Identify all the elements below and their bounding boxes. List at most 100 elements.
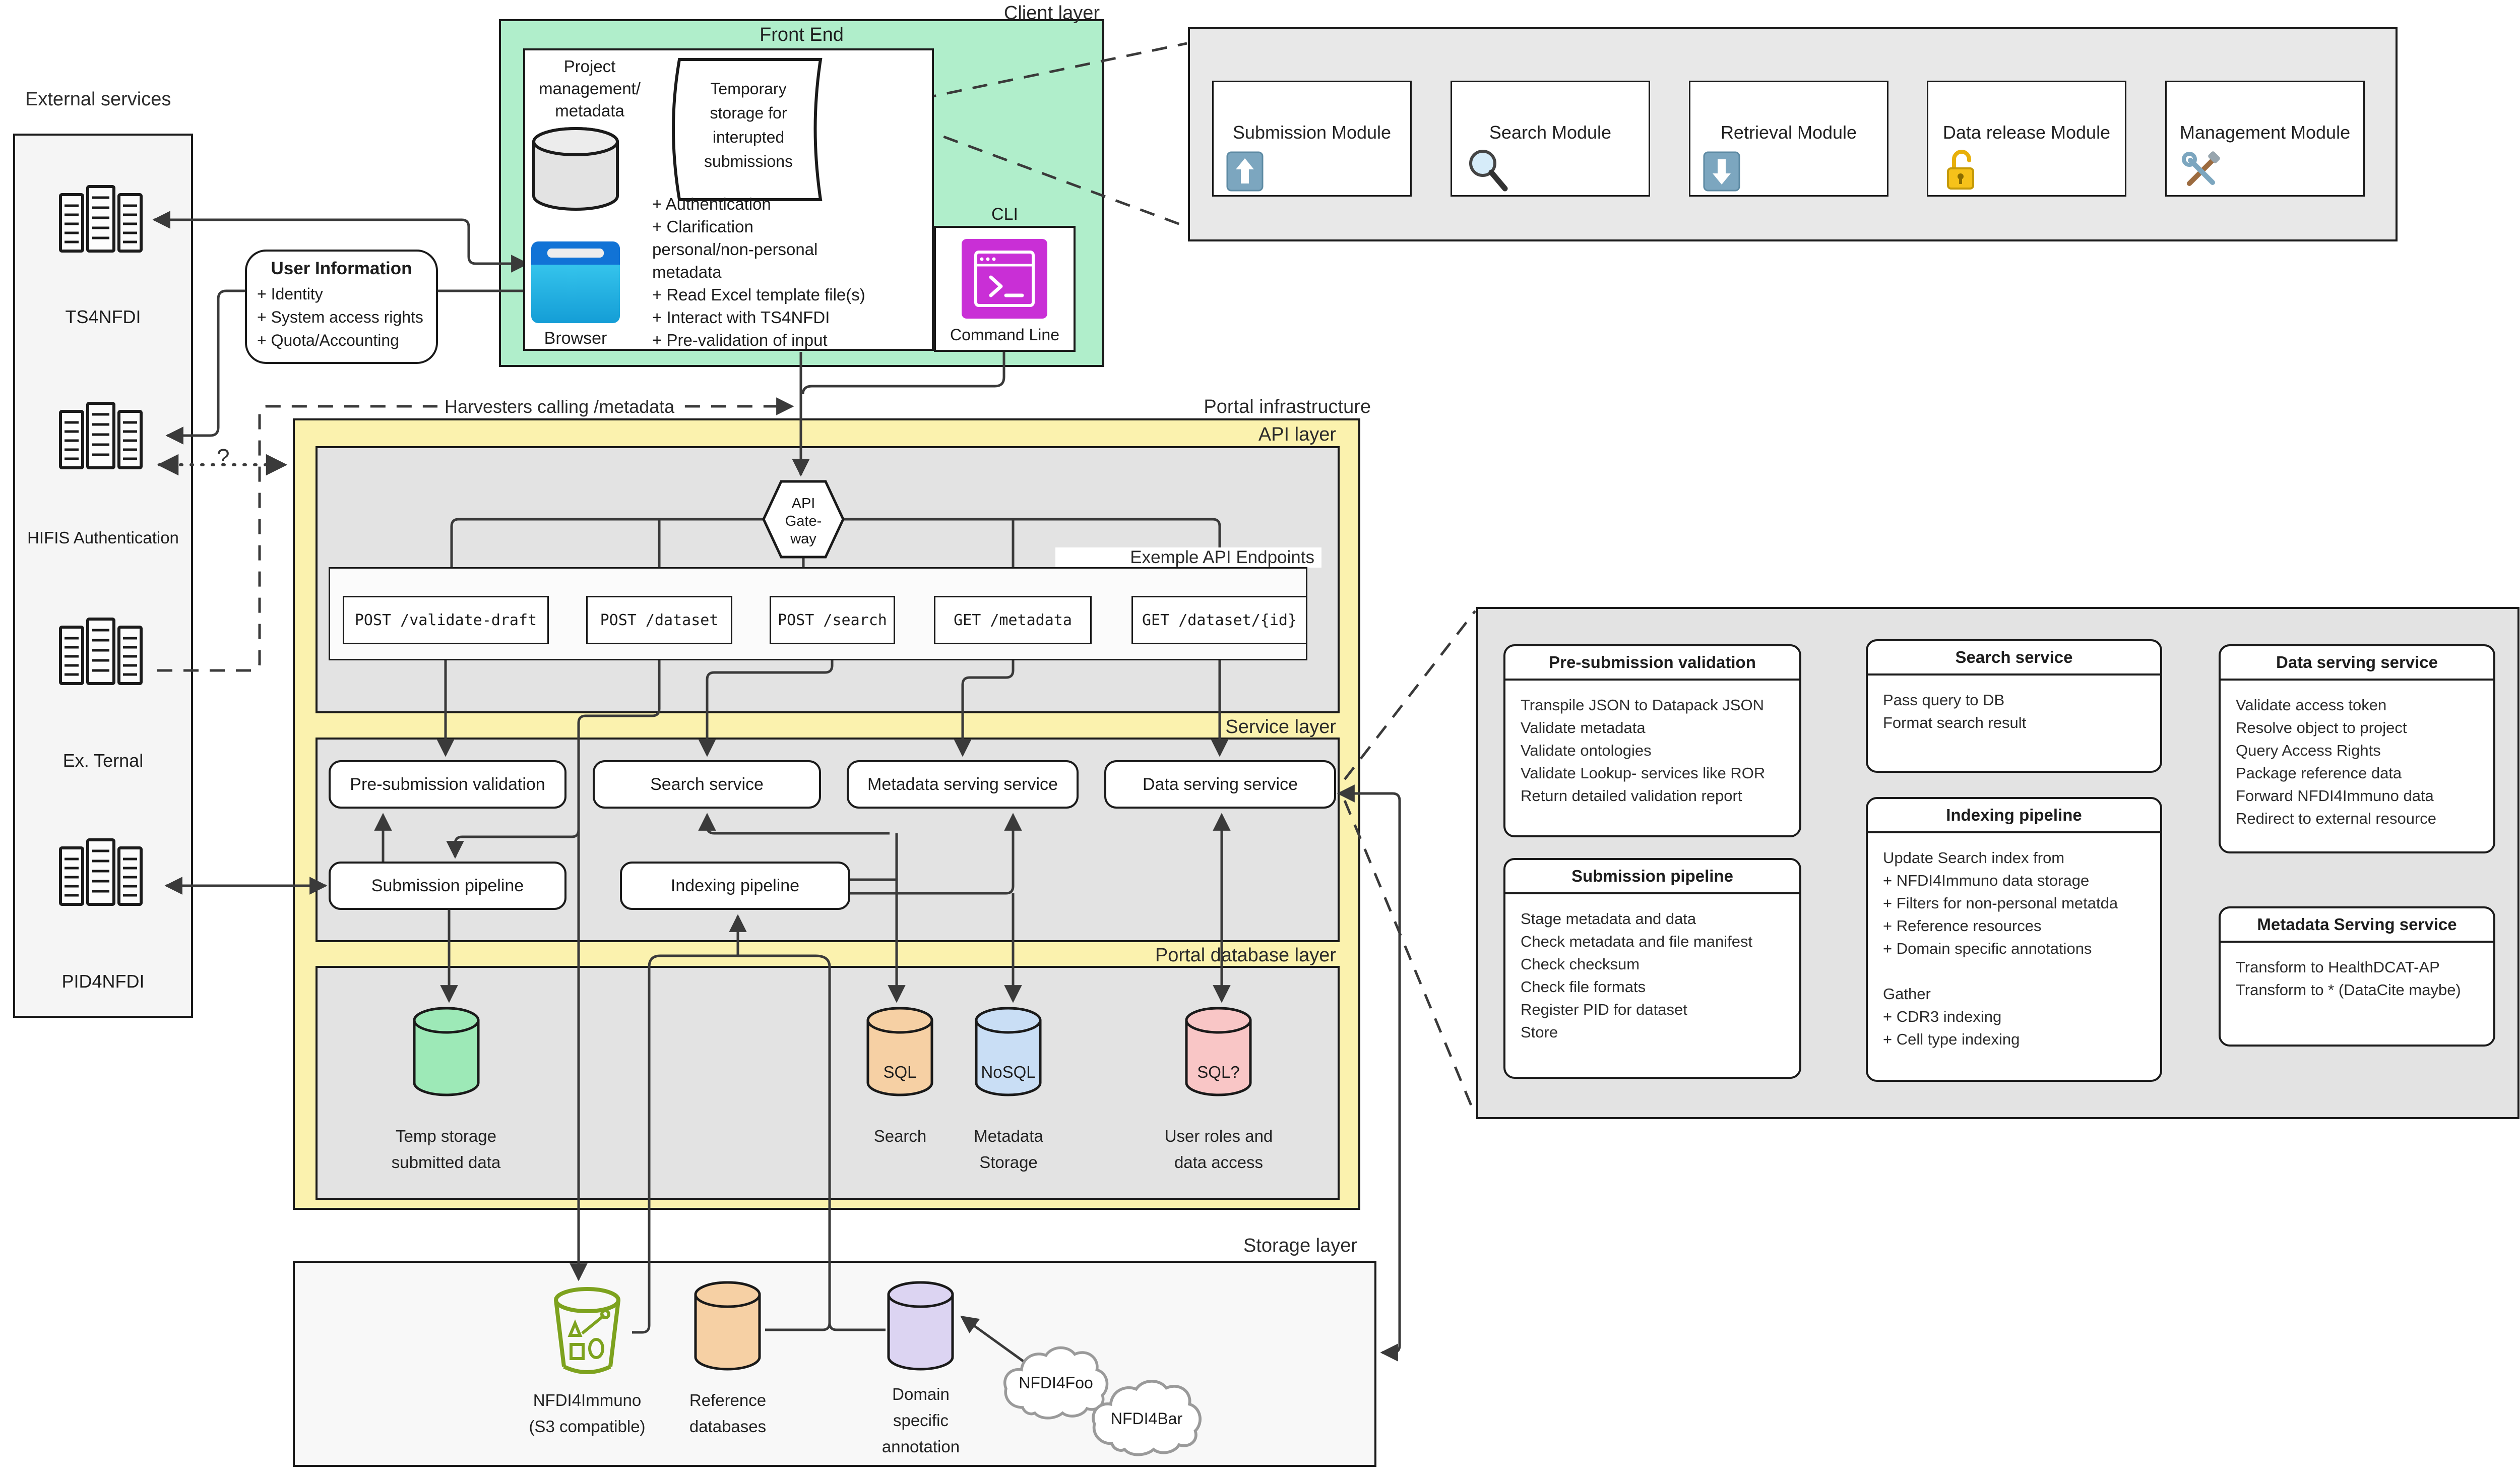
caption-line: Reference <box>689 1391 767 1409</box>
detail-item: + Filters for non-personal metatda <box>1883 894 2118 912</box>
upload-icon <box>1226 151 1264 192</box>
nfdi4foo-label: NFDI4Foo <box>1019 1374 1093 1392</box>
question-annotation: ? <box>217 444 230 470</box>
endpoint-validate-draft: POST /validate-draft <box>343 596 549 644</box>
detail-item <box>1883 960 2145 983</box>
detail-item: + NFDI4Immuno data storage <box>1883 872 2090 889</box>
browser-addressbar <box>547 249 604 258</box>
front-end-feature: + Clarification <box>652 217 753 236</box>
project-db-cylinder-icon <box>532 127 619 211</box>
hifis-servers-icon <box>59 402 143 469</box>
caption-line: Domain <box>892 1385 950 1403</box>
browser-label: Browser <box>544 329 607 348</box>
database-layer-box <box>316 966 1340 1200</box>
nfdi4foo-cloud-icon <box>1003 1346 1109 1420</box>
unlock-icon <box>1947 150 1974 190</box>
detail-title: Data serving service <box>2221 646 2493 681</box>
detail-item: Store <box>1521 1023 1558 1041</box>
user-info-item: + Quota/Accounting <box>257 331 399 349</box>
submission-pipeline: Submission pipeline <box>329 862 566 910</box>
detail-title: Submission pipeline <box>1505 860 1799 894</box>
external-label: Ex. Ternal <box>62 750 144 771</box>
temp-storage-label: Temporary storage for interupted submiss… <box>675 77 822 173</box>
reference-db-cylinder <box>694 1281 761 1371</box>
search-service-detail: Search service Pass query to DB Format s… <box>1866 639 2162 773</box>
metadata-serving-service: Metadata serving service <box>847 760 1079 809</box>
data-serving-service: Data serving service <box>1104 760 1336 809</box>
api-endpoints-title: Exemple API Endpoints <box>1055 547 1321 568</box>
sql-roles-db-cylinder <box>1185 1007 1252 1096</box>
pre-submission-validation-detail: Pre-submission validation Transpile JSON… <box>1503 644 1801 837</box>
front-end-title: Front End <box>760 24 844 45</box>
cli-caption: Command Line <box>950 326 1059 344</box>
detail-item: Pass query to DB <box>1883 691 2005 709</box>
user-information-box <box>245 250 438 364</box>
detail-item: Redirect to external resource <box>2236 810 2437 827</box>
detail-title: Metadata Serving service <box>2221 908 2493 943</box>
client-layer-label: Client layer <box>1003 3 1100 24</box>
detail-item: Validate ontologies <box>1521 742 1652 759</box>
detail-item: Forward NFDI4Immuno data <box>2236 787 2434 805</box>
ts4nfdi-servers-icon <box>59 185 143 253</box>
sqlq-db-caption: User roles and data access <box>1143 1123 1294 1176</box>
sql-db-type: SQL <box>883 1063 917 1081</box>
search-module-label: Search Module <box>1489 122 1612 143</box>
detail-item: Register PID for dataset <box>1521 1001 1687 1018</box>
caption-line: specific <box>893 1411 949 1430</box>
front-end-features: + Authentication + Clarification persona… <box>652 193 934 351</box>
search-icon <box>1469 150 1508 192</box>
detail-item: Resolve object to project <box>2236 719 2407 737</box>
project-db-line: metadata <box>555 101 624 120</box>
nosql-metadata-db-cylinder <box>975 1007 1042 1096</box>
temp-storage-line: Temporary <box>710 80 787 98</box>
detail-item: Transform to * (DataCite maybe) <box>2236 981 2461 999</box>
caption-line: User roles and <box>1164 1127 1273 1145</box>
user-info-item: + Identity <box>257 285 323 303</box>
detail-title: Search service <box>1868 641 2160 676</box>
caption-line: (S3 compatible) <box>529 1417 646 1436</box>
external-services-title: External services <box>25 89 171 110</box>
detail-item: Check metadata and file manifest <box>1521 933 1753 950</box>
download-icon <box>1703 151 1740 192</box>
reference-db-caption: Reference databases <box>652 1387 803 1440</box>
project-db-line: management/ <box>539 79 641 98</box>
detail-item: Package reference data <box>2236 764 2402 782</box>
pid4nfdi-label: PID4NFDI <box>61 971 145 992</box>
front-end-feature: + Pre-validation of input <box>652 331 828 349</box>
detail-item: + Domain specific annotations <box>1883 940 2092 957</box>
api-gateway-line: way <box>790 531 816 547</box>
data-release-module-label: Data release Module <box>1942 122 2111 143</box>
user-information-title: User Information <box>271 259 412 278</box>
front-end-feature: + Authentication <box>652 195 771 213</box>
temp-storage-line: storage for <box>710 104 787 122</box>
domain-annotation-db-cylinder <box>887 1281 954 1371</box>
nosql-db-caption: Metadata Storage <box>933 1123 1084 1176</box>
nfdi4bar-cloud-icon <box>1092 1380 1202 1456</box>
user-information-items: + Identity + System access rights + Quot… <box>257 282 433 352</box>
detail-item: Validate access token <box>2236 696 2387 714</box>
detail-item: Validate Lookup- services like ROR <box>1521 764 1766 782</box>
front-end-feature: metadata <box>652 263 722 281</box>
detail-item: + Cell type indexing <box>1883 1030 2020 1048</box>
endpoint-post-dataset: POST /dataset <box>586 596 732 644</box>
caption-line: Storage <box>979 1153 1038 1172</box>
detail-item: Stage metadata and data <box>1521 910 1696 928</box>
front-end-feature: + Read Excel template file(s) <box>652 285 865 304</box>
detail-item: Check file formats <box>1521 978 1646 996</box>
caption-line: Search <box>873 1127 927 1145</box>
detail-item: Query Access Rights <box>2236 742 2381 759</box>
caption-line: Temp storage <box>396 1127 496 1145</box>
data-serving-service-detail: Data serving service Validate access tok… <box>2219 644 2495 853</box>
s3-bucket-icon <box>554 1287 620 1374</box>
browser-titlebar <box>531 241 620 265</box>
caption-line: annotation <box>881 1437 960 1456</box>
api-gateway-hexagon <box>762 480 845 559</box>
detail-item: Validate metadata <box>1521 719 1646 737</box>
bucket-caption: NFDI4Immuno (S3 compatible) <box>512 1387 663 1440</box>
project-db-line: Project <box>563 57 616 76</box>
terminal-icon <box>962 239 1047 319</box>
pre-submission-validation-service: Pre-submission validation <box>329 760 566 809</box>
browser-icon <box>531 241 620 323</box>
caption-line: databases <box>689 1417 767 1436</box>
